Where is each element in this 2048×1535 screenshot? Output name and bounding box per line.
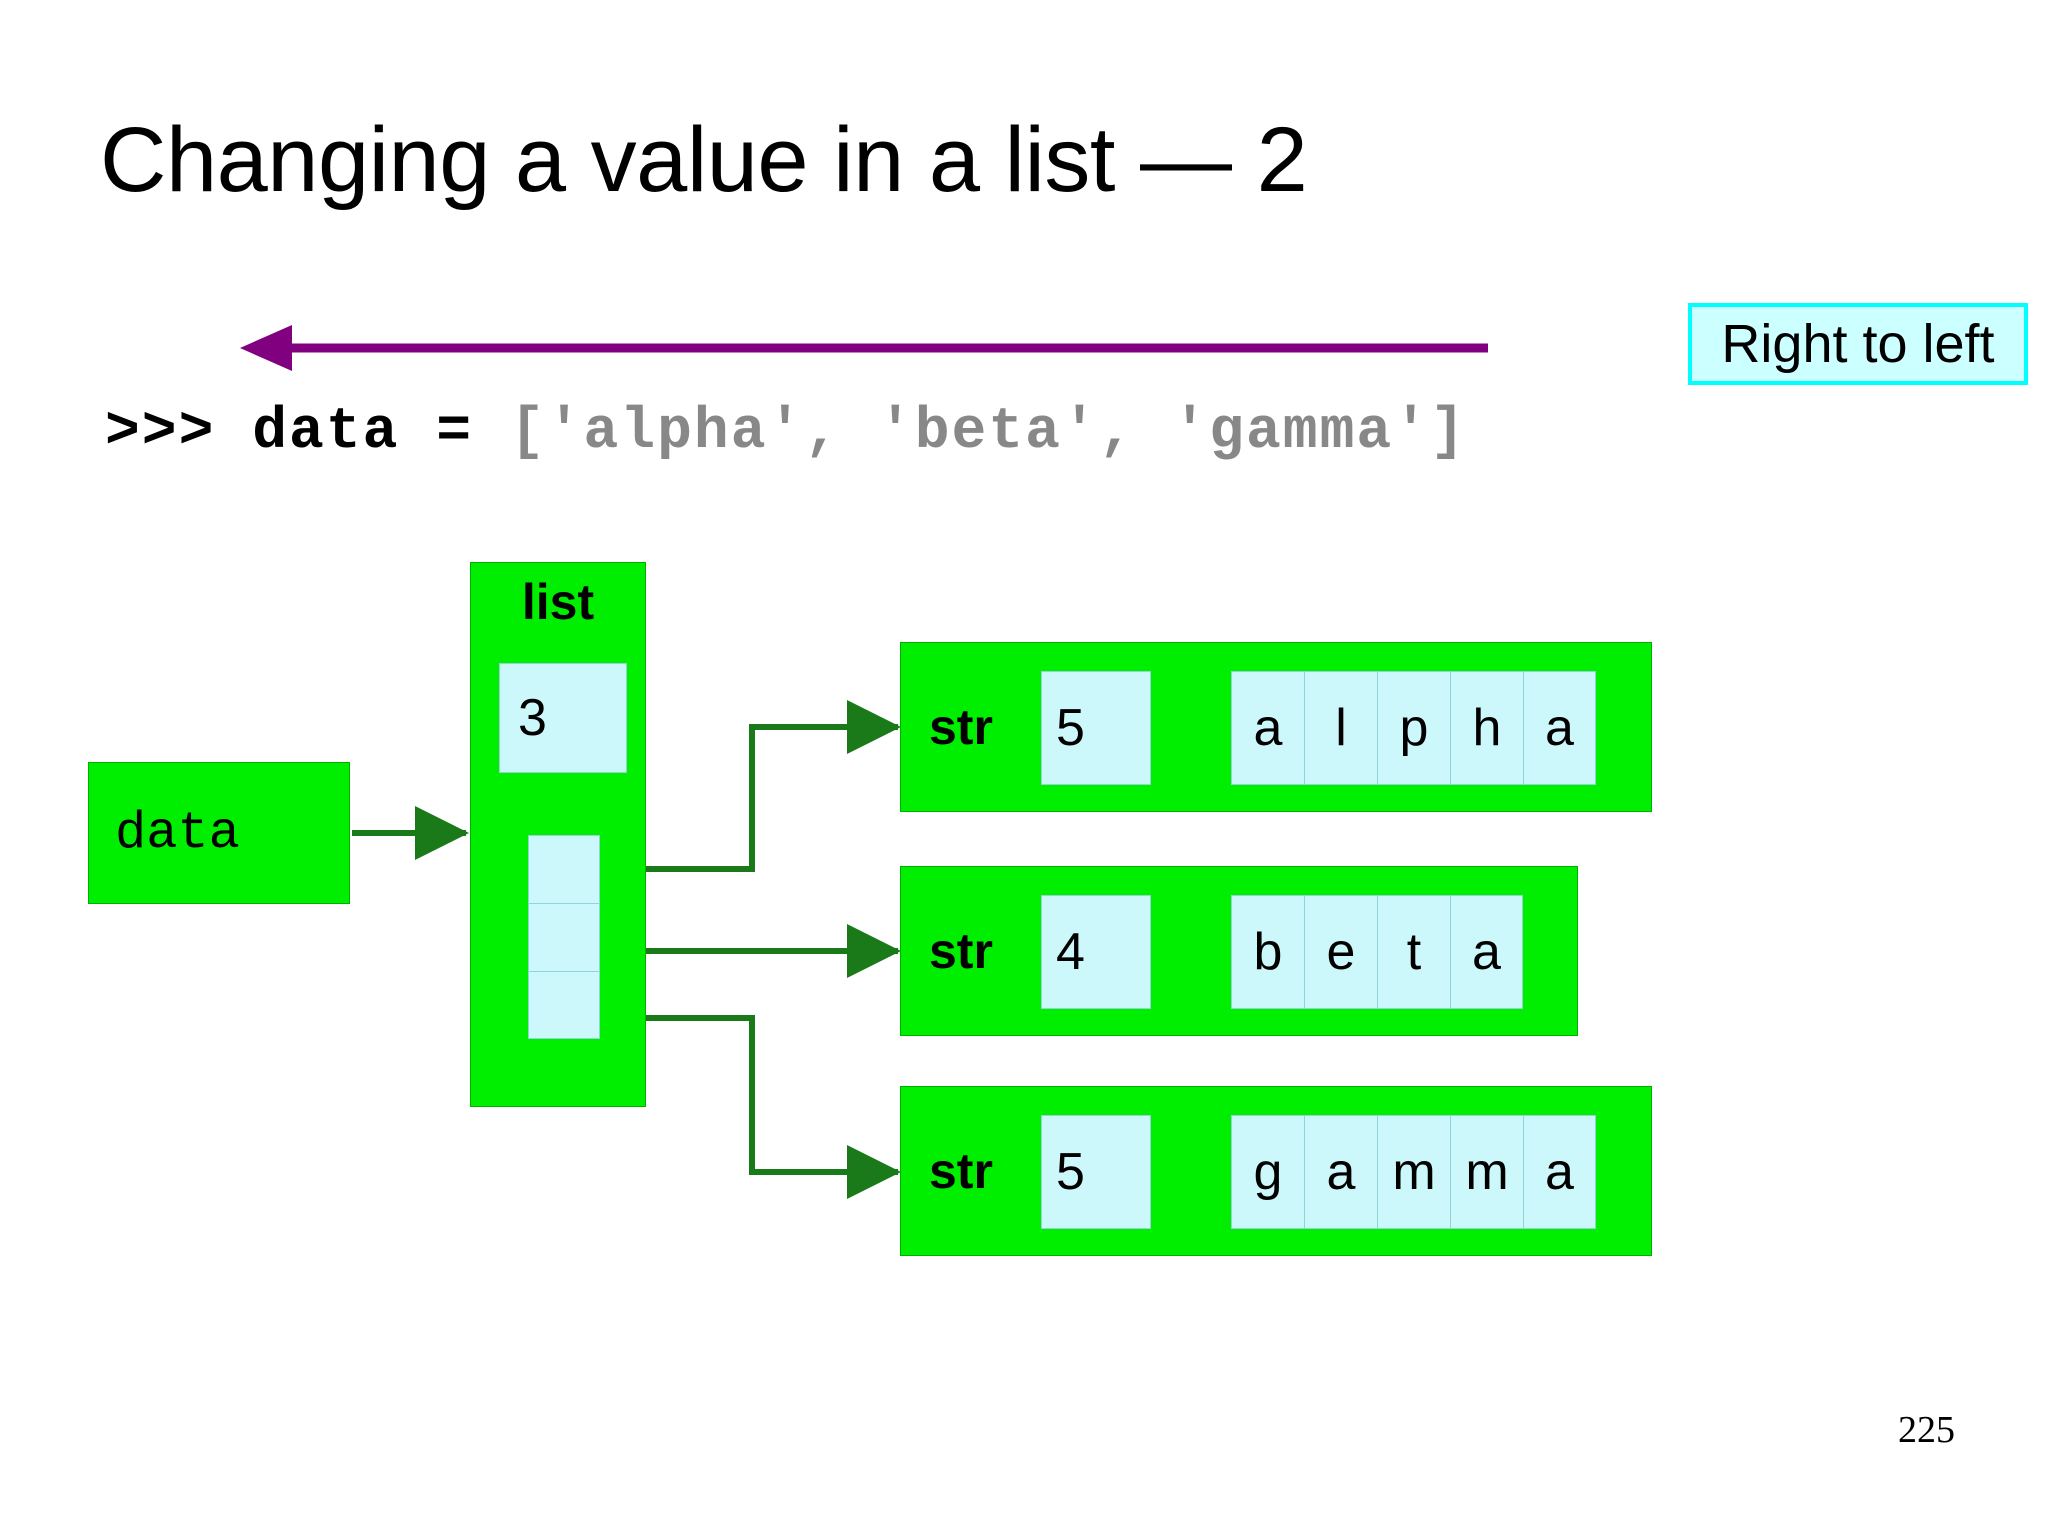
str-char-cell: a bbox=[1231, 671, 1304, 785]
right-to-left-arrow-icon bbox=[240, 325, 1488, 371]
variable-box-data: data bbox=[88, 762, 350, 904]
str-char-cell: e bbox=[1304, 895, 1377, 1009]
code-statement: data = bbox=[252, 400, 510, 465]
str-char-group: a l p h a bbox=[1231, 671, 1596, 785]
str-refcount-cell: 5 bbox=[1041, 671, 1151, 785]
str-char-cell: t bbox=[1377, 895, 1450, 1009]
str-char-cell: p bbox=[1377, 671, 1450, 785]
code-list-literal: ['alpha', 'beta', 'gamma'] bbox=[509, 400, 1467, 465]
str-char-cell: b bbox=[1231, 895, 1304, 1009]
str-char-cell: m bbox=[1377, 1115, 1450, 1229]
code-prompt: >>> bbox=[105, 400, 253, 465]
str-char-cell: l bbox=[1304, 671, 1377, 785]
code-line: >>> data = ['alpha', 'beta', 'gamma'] bbox=[105, 400, 1467, 465]
list-slot bbox=[528, 971, 600, 1039]
list-slot bbox=[528, 903, 600, 971]
str-char-cell: m bbox=[1450, 1115, 1523, 1229]
str-object-box: str 5 a l p h a bbox=[900, 642, 1652, 812]
list-type-label: list bbox=[521, 574, 595, 630]
str-type-label: str bbox=[929, 1143, 993, 1199]
list-object-box: list 3 bbox=[470, 562, 646, 1107]
str-char-cell: a bbox=[1304, 1115, 1377, 1229]
str-char-group: g a m m a bbox=[1231, 1115, 1596, 1229]
list-slot bbox=[528, 835, 600, 903]
str-char-cell: a bbox=[1523, 671, 1596, 785]
str-char-cell: a bbox=[1523, 1115, 1596, 1229]
str-char-cell: g bbox=[1231, 1115, 1304, 1229]
page-number: 225 bbox=[1898, 1409, 1955, 1451]
status-badge: Right to left bbox=[1688, 303, 2028, 385]
str-char-cell: a bbox=[1450, 895, 1523, 1009]
str-object-box: str 4 b e t a bbox=[900, 866, 1578, 1036]
rtl-badge-label: Right to left bbox=[1721, 314, 1995, 374]
list-slot-group bbox=[528, 835, 600, 1039]
str-type-label: str bbox=[929, 923, 993, 979]
str-refcount-cell: 4 bbox=[1041, 895, 1151, 1009]
str-object-box: str 5 g a m m a bbox=[900, 1086, 1652, 1256]
str-char-cell: h bbox=[1450, 671, 1523, 785]
str-type-label: str bbox=[929, 699, 993, 755]
str-refcount-cell: 5 bbox=[1041, 1115, 1151, 1229]
variable-name-label: data bbox=[115, 803, 240, 863]
str-char-group: b e t a bbox=[1231, 895, 1523, 1009]
page-title: Changing a value in a list — 2 bbox=[100, 109, 1308, 211]
list-refcount-cell: 3 bbox=[499, 663, 627, 773]
